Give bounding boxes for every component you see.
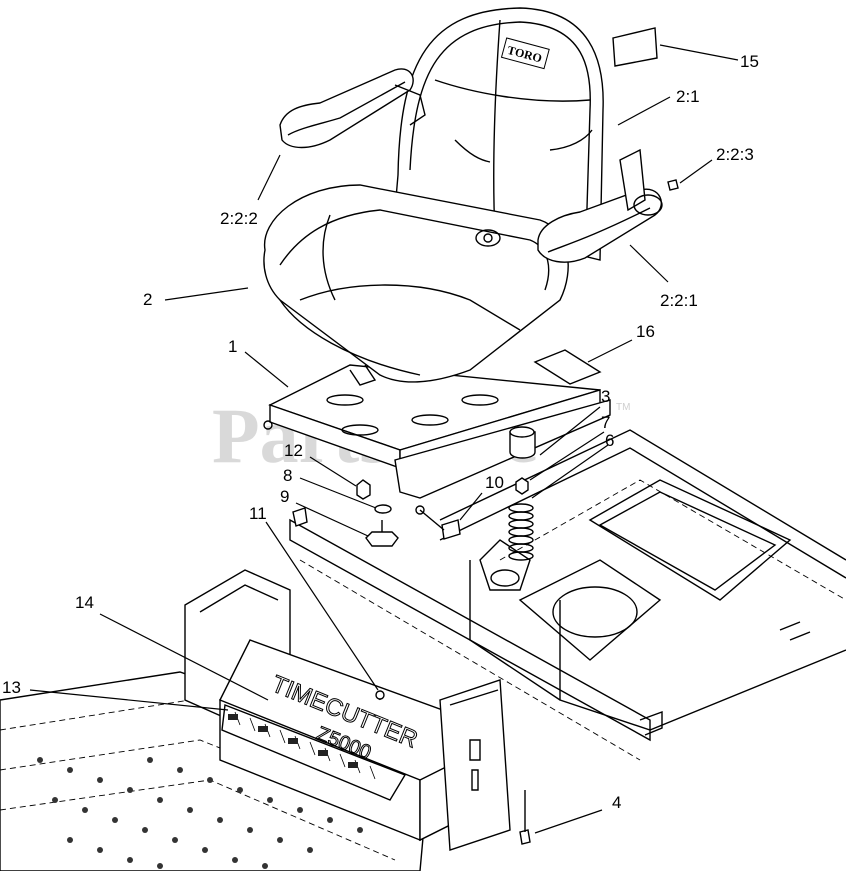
spring-mount (479, 539, 531, 591)
callout-11: 11 (249, 504, 267, 523)
right-armrest (537, 148, 663, 263)
callout-2-2-1: 2:2:1 (660, 291, 698, 310)
callout-2-2-2: 2:2:2 (220, 209, 258, 228)
bolt-12 (356, 479, 371, 500)
callout-7: 7 (601, 413, 610, 432)
callout-13: 13 (2, 678, 21, 697)
control-decal-panel (221, 704, 407, 801)
bolt-10 (419, 509, 461, 540)
callout-2-2-3: 2:2:3 (716, 145, 754, 164)
knob-9 (365, 531, 399, 547)
washer-8 (374, 504, 392, 514)
callout-2-1: 2:1 (676, 87, 700, 106)
seat-assembly: TORO (263, 7, 604, 383)
callout-16: 16 (636, 322, 655, 341)
callout-2: 2 (143, 290, 152, 309)
spring-6 (508, 503, 534, 561)
callout-1: 1 (228, 337, 237, 356)
floor-plate-holes (37, 757, 363, 869)
seat-mounting-plate (263, 364, 611, 515)
decal-15 (612, 27, 658, 67)
callout-9: 9 (280, 487, 289, 506)
pad-16 (533, 349, 602, 385)
watermark-trademark: TM (616, 402, 630, 413)
callout-10: 10 (485, 473, 504, 492)
callout-4: 4 (612, 793, 621, 812)
callout-12: 12 (284, 441, 303, 460)
bumper-3 (509, 426, 536, 459)
nut-7 (515, 477, 529, 495)
left-armrest (279, 68, 426, 149)
callout-8: 8 (283, 466, 292, 485)
bolt-4 (519, 829, 531, 845)
callout-15: 15 (740, 52, 759, 71)
seat-logo: TORO (500, 37, 550, 70)
front-console: TIMECUTTER Z5000 (184, 569, 511, 851)
screw-2-2-3 (667, 179, 679, 191)
callout-14: 14 (75, 593, 94, 612)
callouts: 15 2:1 2:2:3 2:2:2 2 2:2:1 1 16 3 7 6 12… (2, 52, 759, 812)
callout-3: 3 (601, 387, 610, 406)
main-frame (289, 429, 846, 761)
callout-6: 6 (605, 431, 614, 450)
leader-lines (29, 44, 739, 834)
